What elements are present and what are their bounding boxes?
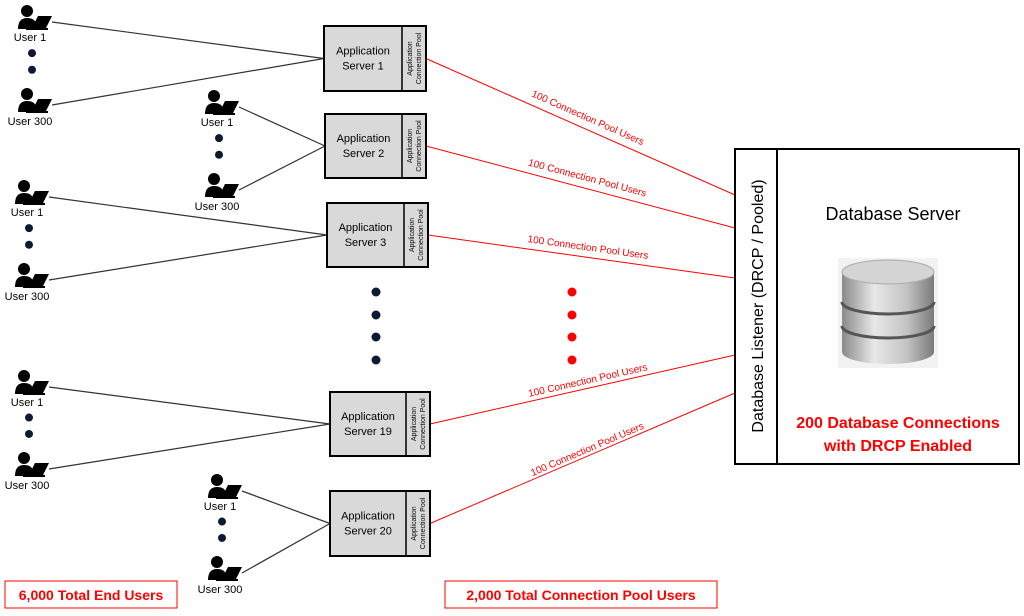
user-label: User 300	[198, 584, 243, 596]
database-listener-label: Database Listener (DRCP / Pooled)	[750, 179, 767, 432]
user-link-line	[51, 57, 325, 106]
connection-pool-label-2: Connection Pool	[416, 32, 423, 84]
pool-link-label: 100 Connection Pool Users	[527, 158, 647, 200]
user-link-line	[48, 196, 328, 236]
connection-pool-label: Application	[411, 407, 418, 441]
ellipsis-dot	[215, 134, 223, 143]
connection-pool-label: Application	[407, 41, 414, 75]
user-laptop-icon	[18, 5, 52, 30]
pool-link-label: 100 Connection Pool Users	[530, 89, 646, 148]
user-laptop-icon	[208, 474, 242, 499]
user-link-line	[241, 522, 331, 574]
app-server-name: Server 2	[343, 148, 385, 160]
ellipsis-dot	[25, 429, 33, 438]
pool-ellipsis-dot	[567, 332, 577, 342]
pool-link-line	[429, 392, 736, 524]
user-label: User 300	[8, 116, 53, 128]
user-laptop-icon	[18, 88, 52, 113]
user-laptop-icon	[208, 556, 242, 581]
user-laptop-icon	[205, 90, 239, 115]
total-end-users: 6,000 Total End Users	[19, 587, 164, 603]
user-laptop-icon	[15, 452, 49, 477]
server-ellipsis-dot	[371, 332, 381, 342]
user-label: User 1	[14, 32, 46, 44]
app-server-label: Application	[341, 511, 395, 523]
ellipsis-dot	[25, 224, 33, 233]
database-cylinder-icon	[838, 258, 938, 368]
app-server-label: Application	[341, 411, 395, 423]
app-server-name: Server 3	[345, 237, 387, 249]
pool-link-line	[425, 145, 736, 229]
pool-ellipsis-dot	[567, 355, 577, 365]
app-server-label: Application	[337, 133, 391, 145]
database-connections-note: 200 Database Connections	[796, 415, 1000, 432]
user-link-line	[241, 490, 331, 525]
user-label: User 300	[195, 201, 240, 213]
user-laptop-icon	[205, 173, 239, 198]
user-laptop-icon	[15, 180, 49, 205]
connection-pool-label: Application	[409, 218, 416, 252]
database-connections-note-2: with DRCP Enabled	[823, 438, 972, 455]
pool-link-line	[427, 234, 736, 279]
user-label: User 300	[5, 480, 50, 492]
server-ellipsis-dot	[371, 355, 381, 365]
database-server-title: Database Server	[825, 204, 960, 224]
connection-pool-label-2: Connection Pool	[418, 209, 425, 261]
user-link-line	[48, 423, 331, 470]
pool-link-label: 100 Connection Pool Users	[529, 421, 645, 479]
app-server-label: Application	[339, 222, 393, 234]
user-label: User 1	[201, 117, 233, 129]
app-server-name: Server 1	[342, 61, 384, 73]
user-laptop-icon	[15, 263, 49, 288]
user-link-line	[238, 106, 326, 147]
user-label: User 1	[11, 397, 43, 409]
user-link-line	[48, 234, 328, 281]
user-label: User 1	[11, 207, 43, 219]
ellipsis-dot	[28, 49, 36, 58]
pool-link-label: 100 Connection Pool Users	[527, 362, 648, 400]
pool-link-line	[429, 354, 736, 425]
pool-link-line	[425, 58, 736, 196]
ellipsis-dot	[25, 240, 33, 249]
ellipsis-dot	[28, 65, 36, 74]
total-pool-users: 2,000 Total Connection Pool Users	[466, 587, 695, 603]
connection-pool-label: Application	[411, 506, 418, 540]
user-link-line	[51, 21, 325, 60]
user-label: User 1	[204, 501, 236, 513]
connection-pool-label-2: Connection Pool	[420, 398, 427, 450]
database-server: Database Listener (DRCP / Pooled) Databa…	[734, 148, 1020, 465]
pool-ellipsis-dot	[567, 287, 577, 297]
app-server-label: Application	[336, 46, 390, 58]
connection-pool-label: Application	[407, 129, 414, 163]
user-laptop-icon	[15, 370, 49, 395]
ellipsis-dot	[218, 533, 226, 542]
user-link-line	[48, 386, 331, 425]
server-ellipsis-dot	[371, 310, 381, 320]
connection-pool-label-2: Connection Pool	[416, 120, 423, 172]
ellipsis-dot	[215, 150, 223, 159]
connection-pool-label-2: Connection Pool	[420, 497, 427, 549]
app-server-name: Server 19	[344, 426, 392, 438]
server-ellipsis-dot	[371, 287, 381, 297]
app-server-name: Server 20	[344, 526, 392, 538]
user-link-line	[238, 145, 326, 191]
ellipsis-dot	[218, 517, 226, 526]
user-label: User 300	[5, 291, 50, 303]
ellipsis-dot	[25, 413, 33, 422]
pool-ellipsis-dot	[567, 310, 577, 320]
